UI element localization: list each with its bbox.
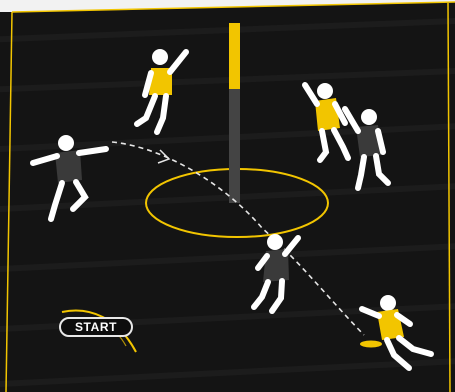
player-right-yellow xyxy=(305,83,348,160)
pole-top-yellow xyxy=(229,23,240,89)
pass-arrow-icon xyxy=(158,150,169,163)
disc-icon xyxy=(360,341,382,348)
start-button[interactable]: START xyxy=(59,317,133,337)
pole-base xyxy=(229,89,240,203)
frame-line-right xyxy=(448,3,450,392)
player-right-dark xyxy=(345,109,388,188)
player-center-dark xyxy=(254,234,298,311)
player-top-yellow xyxy=(137,49,186,132)
start-button-label: START xyxy=(75,320,117,334)
frame-line-left xyxy=(6,12,12,392)
